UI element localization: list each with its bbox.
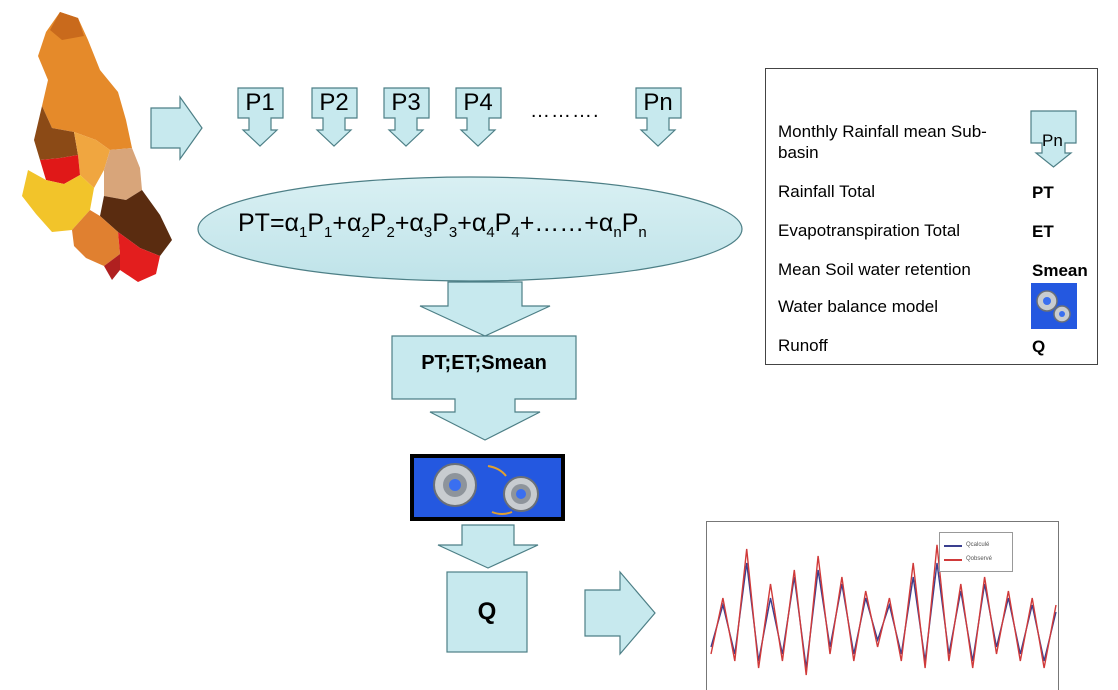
legend-panel: Monthly Rainfall mean Sub-basin Pn Rainf… xyxy=(765,68,1098,365)
map-region-red-south xyxy=(118,232,160,282)
legend-label-runoff: Runoff xyxy=(778,336,828,355)
runoff-chart: Qcalculé Qobservé xyxy=(706,521,1059,690)
intermediate-box-shape xyxy=(391,335,577,441)
output-box-label: Q xyxy=(477,598,497,625)
inputs-ellipsis: ………. xyxy=(530,100,600,122)
map-region-east xyxy=(104,148,142,200)
input-label-pn: Pn xyxy=(643,89,673,116)
legend-gears-icon xyxy=(1031,283,1077,329)
input-label-p3: P3 xyxy=(391,89,421,116)
rainfall-formula: PT=α1P1+α2P2+α3P3+α4P4+……+αnPn xyxy=(238,209,647,241)
map-region-dark-brown xyxy=(100,190,172,256)
legend-label-evapotranspiration: Evapotranspiration Total xyxy=(778,221,961,240)
legend-symbol-pn: Pn xyxy=(1042,131,1063,150)
legend-label-water-balance: Water balance model xyxy=(778,297,939,316)
input-label-p4: P4 xyxy=(463,89,493,116)
watershed-map xyxy=(22,12,172,282)
chart-legend-label-obs: Qobservé xyxy=(966,556,993,562)
legend-label-rainfall-total: Rainfall Total xyxy=(778,182,876,201)
output-box-shape xyxy=(446,571,528,653)
q-to-chart-arrow xyxy=(584,570,656,656)
runoff-chart-plot xyxy=(710,544,1057,676)
legend-label-rainfall-mean: Monthly Rainfall mean Sub-basin xyxy=(778,122,987,162)
input-label-p2: P2 xyxy=(319,89,349,116)
chart-series-obs xyxy=(710,544,1057,676)
legend-callout-pn xyxy=(1030,110,1077,168)
legend-label-soil-retention: Mean Soil water retention xyxy=(778,260,971,279)
legend-symbol-q: Q xyxy=(1032,337,1046,356)
chart-legend: Qcalculé Qobservé xyxy=(939,532,1013,572)
legend-symbol-et: ET xyxy=(1032,222,1054,241)
legend-symbol-pt: PT xyxy=(1032,183,1054,202)
model-to-q-arrow xyxy=(437,524,539,569)
map-region-mid xyxy=(74,132,110,188)
input-label-p1: P1 xyxy=(245,89,275,116)
map-to-inputs-arrow xyxy=(150,95,203,161)
map-region-red-west xyxy=(40,155,80,184)
chart-legend-swatch-obs xyxy=(944,559,962,561)
map-region-orange-south xyxy=(72,210,120,266)
formula-ellipse xyxy=(197,176,743,282)
map-region-tip xyxy=(104,254,120,280)
map-region-north xyxy=(38,12,132,150)
chart-legend-label-calc: Qcalculé xyxy=(966,542,990,548)
map-region-north-top xyxy=(50,12,84,40)
intermediate-box-label: PT;ET;Smean xyxy=(421,352,547,374)
water-balance-model xyxy=(410,454,565,521)
legend-symbol-smean: Smean xyxy=(1032,261,1088,280)
chart-legend-swatch-calc xyxy=(944,545,962,547)
map-region-yellow xyxy=(22,170,94,232)
map-region-center xyxy=(34,106,78,160)
gear-icon xyxy=(433,463,539,512)
ellipse-to-box-arrow xyxy=(419,281,551,337)
input-callouts xyxy=(237,87,682,147)
